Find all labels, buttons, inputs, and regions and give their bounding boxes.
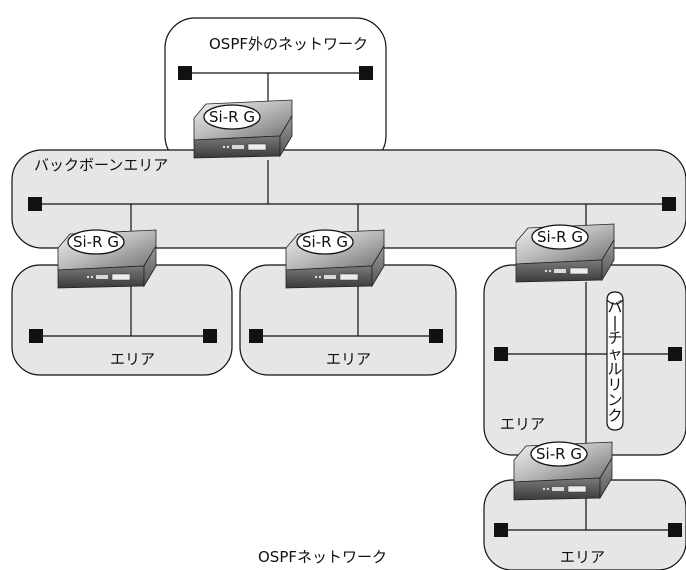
area1-node-right (203, 329, 217, 343)
router-area4-label: Si-R G (536, 445, 582, 463)
area4-node-right (668, 523, 682, 537)
external-node-left (178, 66, 192, 80)
area1-label: エリア (110, 350, 155, 368)
area2-node-right (429, 329, 443, 343)
external-node-right (359, 66, 373, 80)
area4-node-left (494, 523, 508, 537)
virtual-link: バ|チャルリンク (606, 291, 624, 431)
router-area4: Si-R G (513, 441, 613, 501)
area3-node-right (668, 347, 682, 361)
router-area1: Si-R G (57, 229, 157, 289)
diagram-caption: OSPFネットワーク (258, 548, 387, 566)
area3-node-left (494, 347, 508, 361)
area2-label: エリア (326, 350, 371, 368)
area2-node-left (249, 329, 263, 343)
router-area2: Si-R G (285, 229, 385, 289)
router-area2-label: Si-R G (302, 233, 348, 251)
external-network-label: OSPF外のネットワーク (209, 35, 368, 53)
area1-node-left (29, 329, 43, 343)
router-area1-label: Si-R G (73, 233, 119, 251)
router-external-label: Si-R G (209, 108, 255, 126)
backbone-area-label: バックボーンエリア (34, 156, 168, 174)
backbone-node-right (662, 197, 676, 211)
router-external: Si-R G (193, 99, 293, 159)
router-area3-label: Si-R G (537, 228, 583, 246)
virtual-link-tube (606, 291, 624, 431)
router-area3: Si-R G (515, 223, 615, 283)
area3-label: エリア (500, 415, 545, 433)
backbone-node-left (28, 197, 42, 211)
virtual-link-tube-cap (606, 299, 624, 305)
virtual-link-label: バ|チャルリンク (607, 298, 622, 425)
area4-label: エリア (560, 548, 605, 566)
